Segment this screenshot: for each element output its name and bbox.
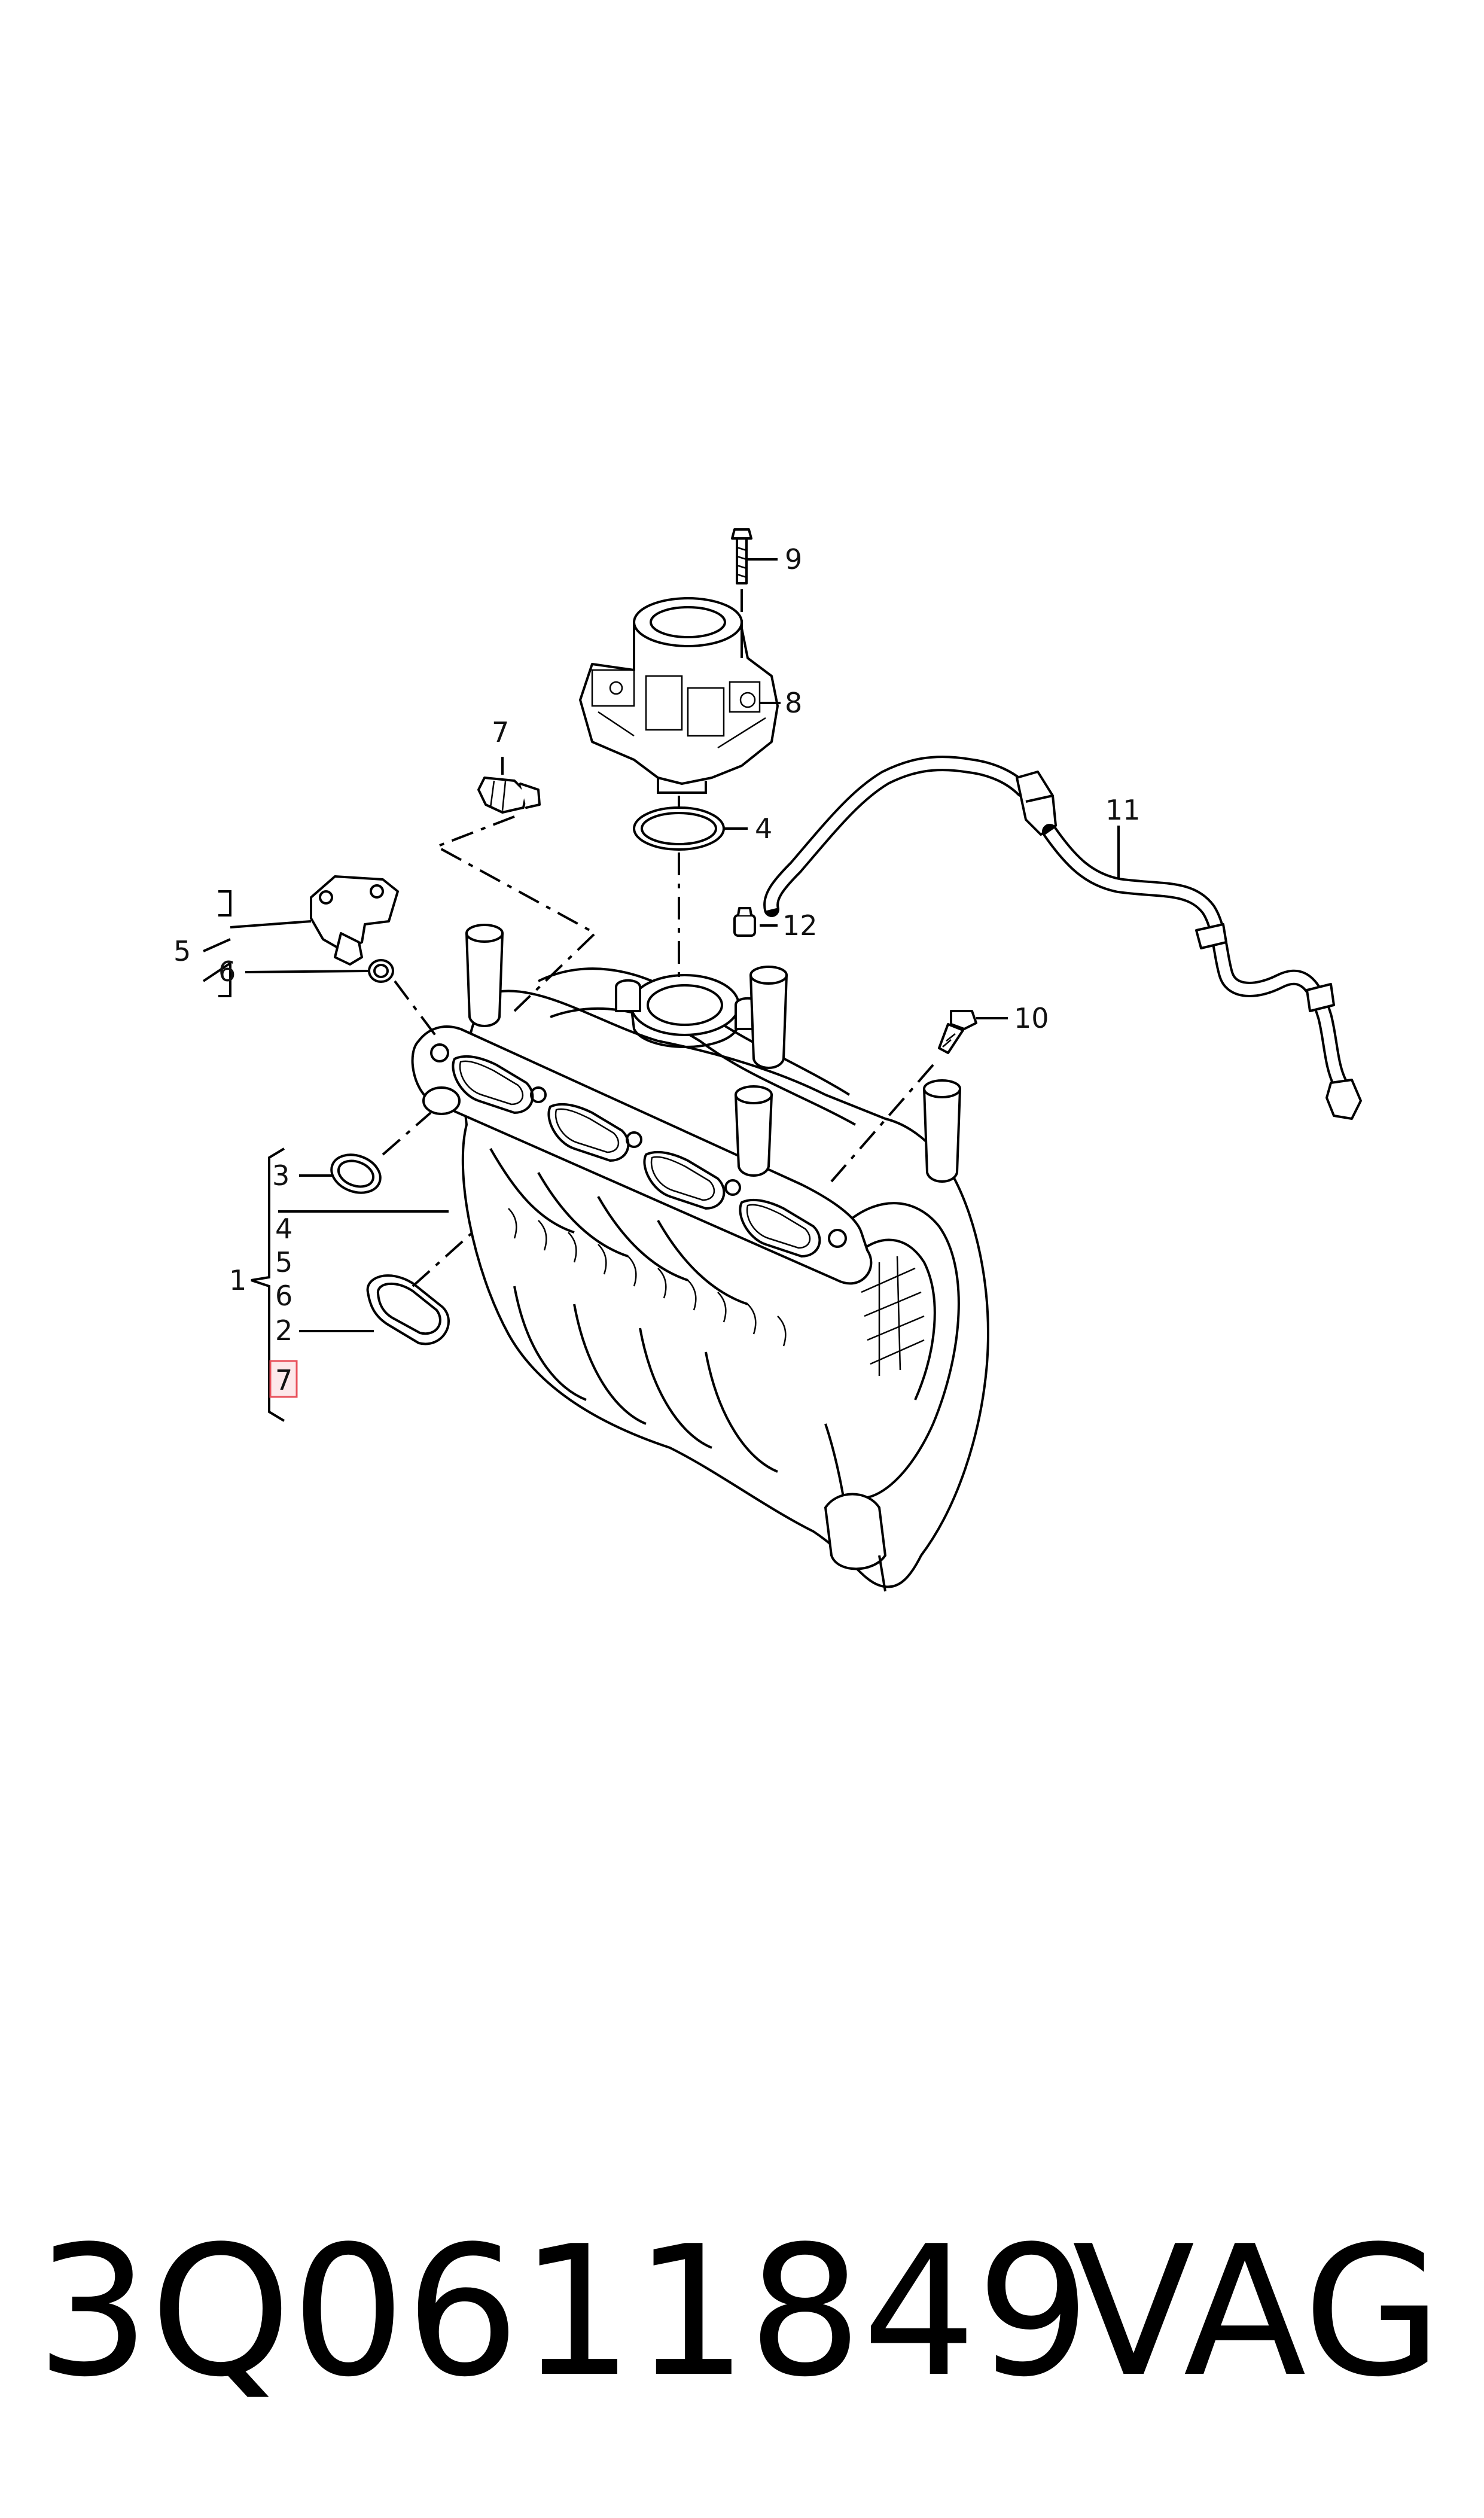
callout-7-top: 7: [492, 716, 509, 748]
highlight-box: [269, 1360, 298, 1398]
manifold-flange: [411, 1025, 873, 1285]
bolt-part-10: [830, 1010, 977, 1183]
group-2: 2: [275, 1314, 292, 1347]
callout-6: 6: [218, 955, 236, 988]
plug-part-7: [434, 777, 598, 1012]
seal-part-6: [368, 959, 441, 1042]
group-4: 4: [275, 1213, 292, 1245]
part-number: 3Q0611849: [36, 2208, 1091, 2416]
callout-12: 12: [782, 909, 818, 942]
callouts: 9 8 7 4 11 12 10 5 6 3 4 5 1 6 2 7: [173, 543, 1141, 1398]
throttle-body: [579, 597, 779, 794]
group-6: 6: [275, 1280, 292, 1312]
o-ring-part-4: [633, 796, 725, 981]
leader-lines: [202, 558, 1120, 1422]
callout-10: 10: [1014, 1002, 1049, 1034]
callout-3: 3: [272, 1159, 290, 1192]
callout-4: 4: [755, 812, 772, 845]
callout-11: 11: [1105, 794, 1141, 826]
gasket-part-2: [366, 1231, 474, 1345]
callout-8: 8: [785, 687, 802, 719]
intake-manifold: [461, 967, 989, 1592]
brand-name: VAG: [1072, 2208, 1442, 2416]
callout-9: 9: [785, 543, 802, 576]
bolt-part-9: [731, 528, 752, 634]
group-7-highlighted: 7: [275, 1364, 292, 1396]
callout-5: 5: [173, 935, 191, 967]
plug-part-12: [733, 907, 756, 937]
sensor-part-5: [310, 875, 399, 966]
injector-bosses: [465, 924, 961, 1183]
gasket-part-3: [330, 1112, 432, 1194]
vent-hose-part-11: [763, 756, 1362, 1120]
callout-1: 1: [229, 1264, 246, 1296]
group-5: 5: [275, 1246, 292, 1278]
